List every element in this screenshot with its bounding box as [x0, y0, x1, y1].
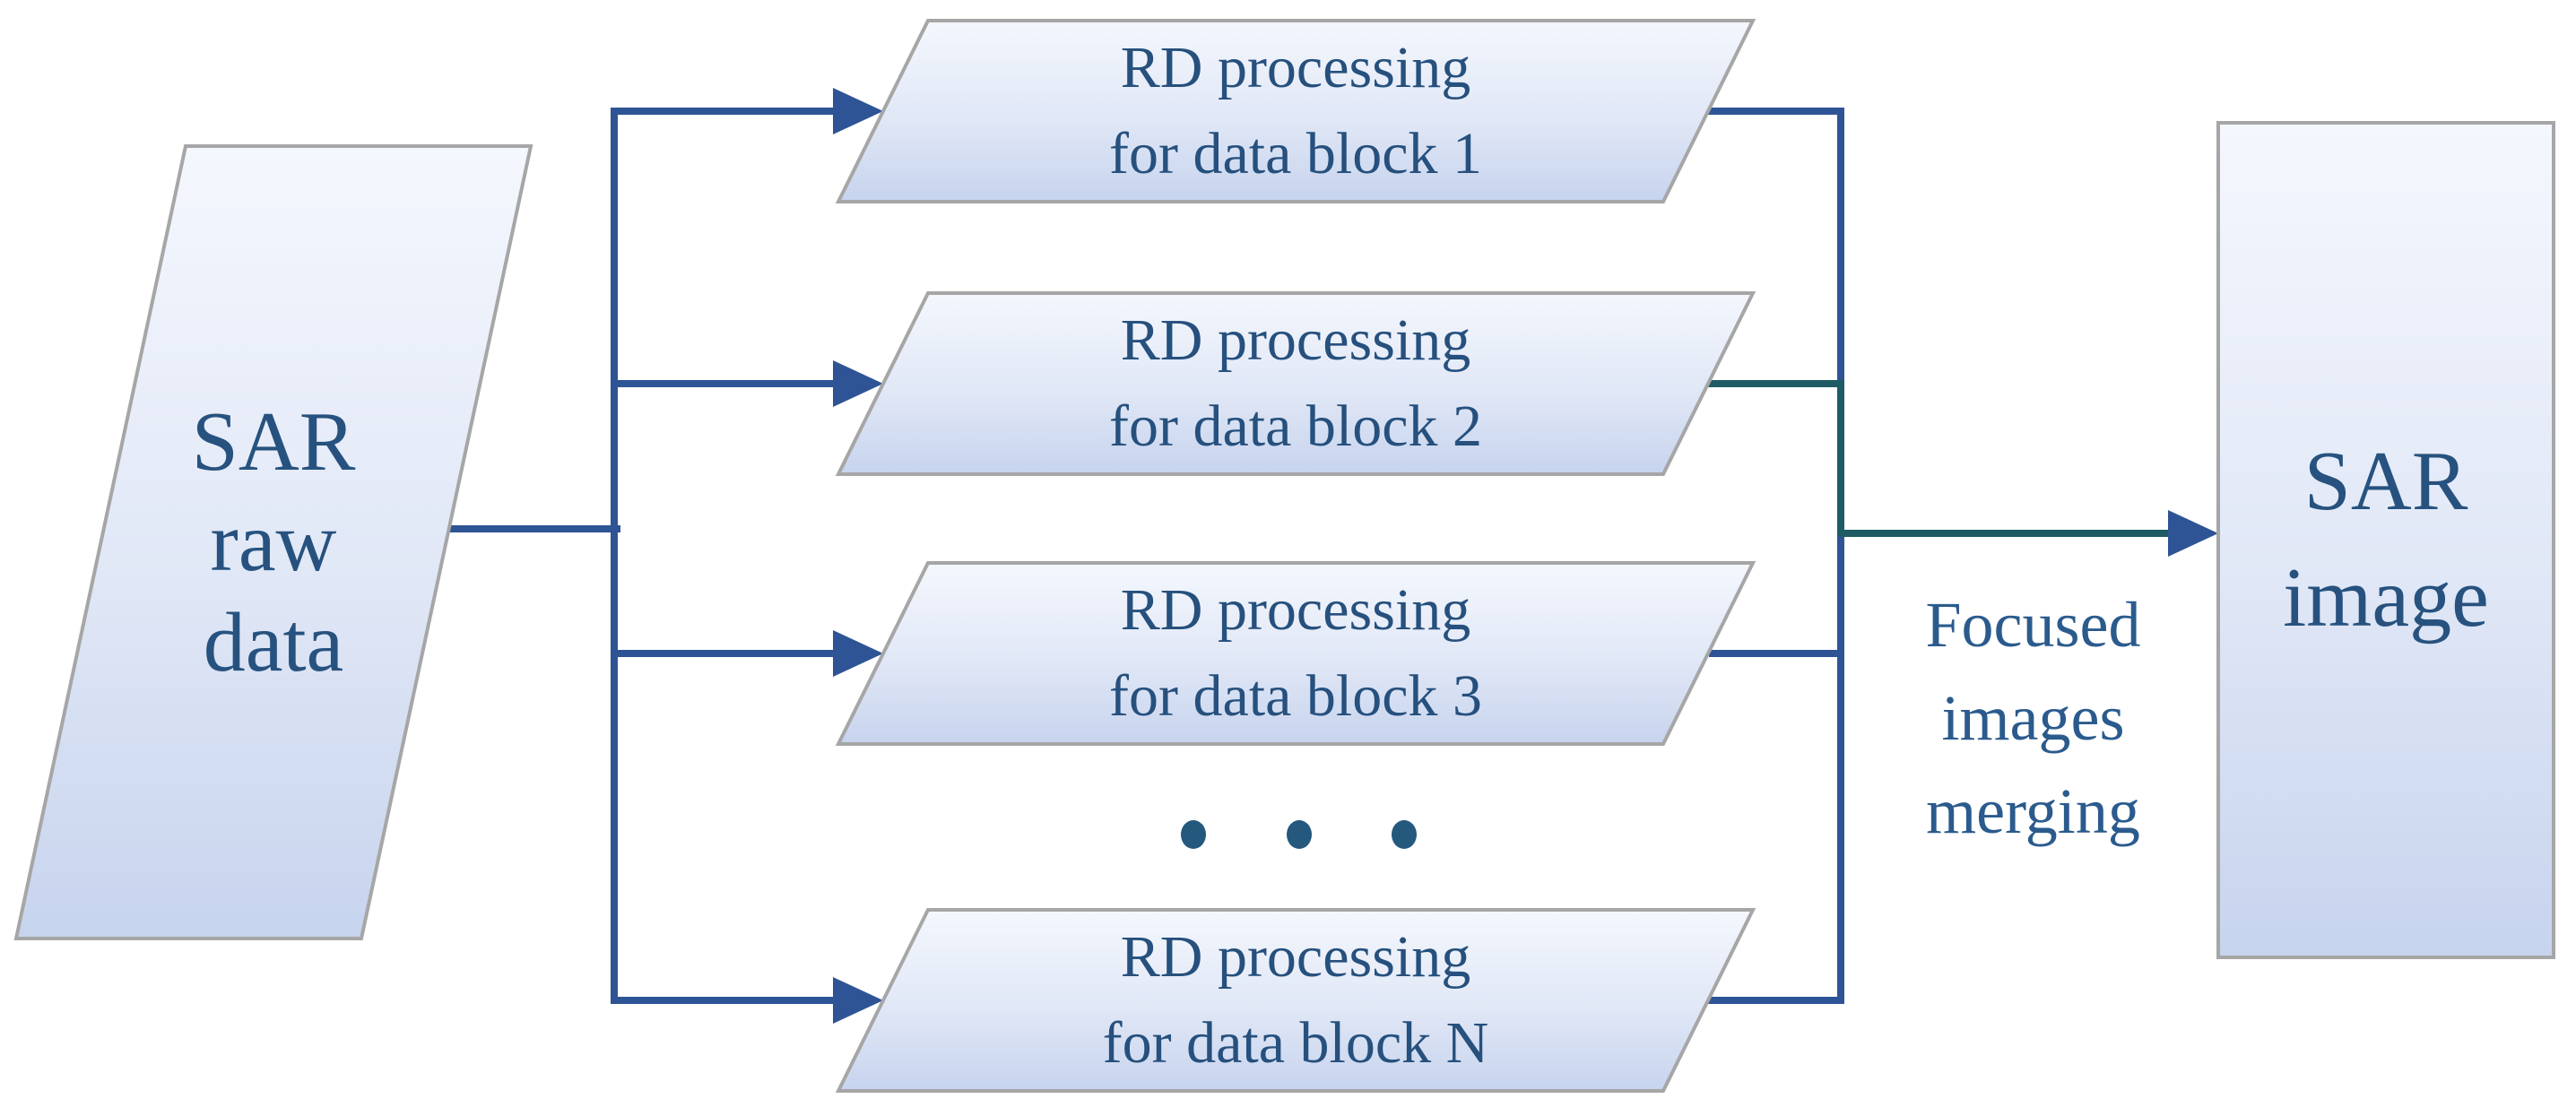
right-connector-group: [1708, 108, 2170, 1004]
rd-block-1-label-line2: for data block 1: [1108, 121, 1482, 186]
rd-block-3-label-line2: for data block 3: [1108, 663, 1482, 729]
rd-block-n-label-line1: RD processing: [1120, 924, 1471, 990]
rd-block-2-label: RD processing for data block 2: [955, 298, 1636, 470]
ellipsis-dots-icon: [1181, 820, 1417, 849]
sar-raw-data-label-line2: raw: [210, 496, 337, 589]
arrowhead-block2-icon: [833, 360, 883, 407]
rd-block-n-label-line2: for data block N: [1102, 1010, 1489, 1076]
sar-raw-data-label-line3: data: [203, 596, 344, 689]
left-connector-group: [446, 108, 833, 1004]
rd-block-n-parallelogram: [835, 908, 1756, 1093]
rd-block-3-label: RD processing for data block 3: [955, 567, 1636, 740]
sar-image-rectangle: [2216, 121, 2555, 959]
sar-image-label: SAR image: [2218, 423, 2554, 656]
focused-images-merging-label: Focused images merging: [1856, 578, 2210, 858]
sar-raw-data-parallelogram: [13, 144, 533, 940]
sar-raw-data-label-line1: SAR: [191, 395, 356, 489]
arrowhead-block3-icon: [833, 630, 883, 677]
rd-block-3-label-line1: RD processing: [1120, 577, 1471, 643]
arrowhead-sar-image-icon: [2168, 510, 2218, 557]
rd-block-1-parallelogram: [835, 19, 1756, 203]
rd-block-3-parallelogram: [835, 561, 1756, 746]
sar-image-label-line1: SAR: [2303, 435, 2468, 528]
rd-block-2-parallelogram: [835, 291, 1756, 476]
arrowhead-blockn-icon: [833, 977, 883, 1024]
focused-label-line3: merging: [1926, 775, 2140, 847]
sar-image-label-line2: image: [2283, 551, 2489, 645]
rd-block-1-label-line1: RD processing: [1120, 35, 1471, 100]
arrowhead-group: [833, 88, 2218, 1024]
rd-block-2-label-line1: RD processing: [1120, 307, 1471, 373]
sar-raw-data-label: SAR raw data: [49, 392, 498, 693]
rd-block-1-label: RD processing for data block 1: [955, 25, 1636, 197]
arrowhead-block1-icon: [833, 88, 883, 134]
focused-label-line2: images: [1941, 682, 2125, 754]
rd-block-n-label: RD processing for data block N: [955, 914, 1636, 1086]
focused-label-line1: Focused: [1925, 589, 2141, 661]
rd-block-2-label-line2: for data block 2: [1108, 394, 1482, 459]
